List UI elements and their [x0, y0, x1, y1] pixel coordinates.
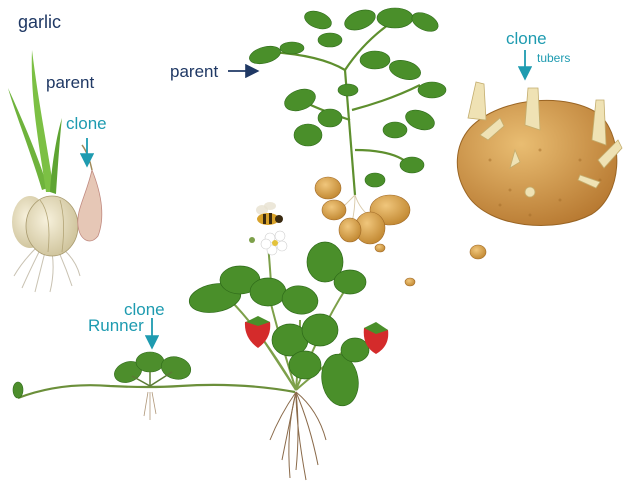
potato-parent-label: parent	[170, 62, 218, 82]
garlic-title: garlic	[18, 12, 61, 33]
potato-clone-label: clone	[506, 29, 547, 49]
runner-label: Runner	[88, 316, 144, 336]
garlic-clone-label: clone	[66, 114, 107, 134]
garlic-parent-label: parent	[46, 73, 94, 93]
strawberry-plant-icon	[13, 231, 388, 480]
potato-tuber-icon	[457, 82, 622, 226]
bee-icon	[256, 202, 283, 225]
tubers-label: tubers	[537, 51, 570, 65]
strawberry-flower-icon	[249, 231, 287, 255]
